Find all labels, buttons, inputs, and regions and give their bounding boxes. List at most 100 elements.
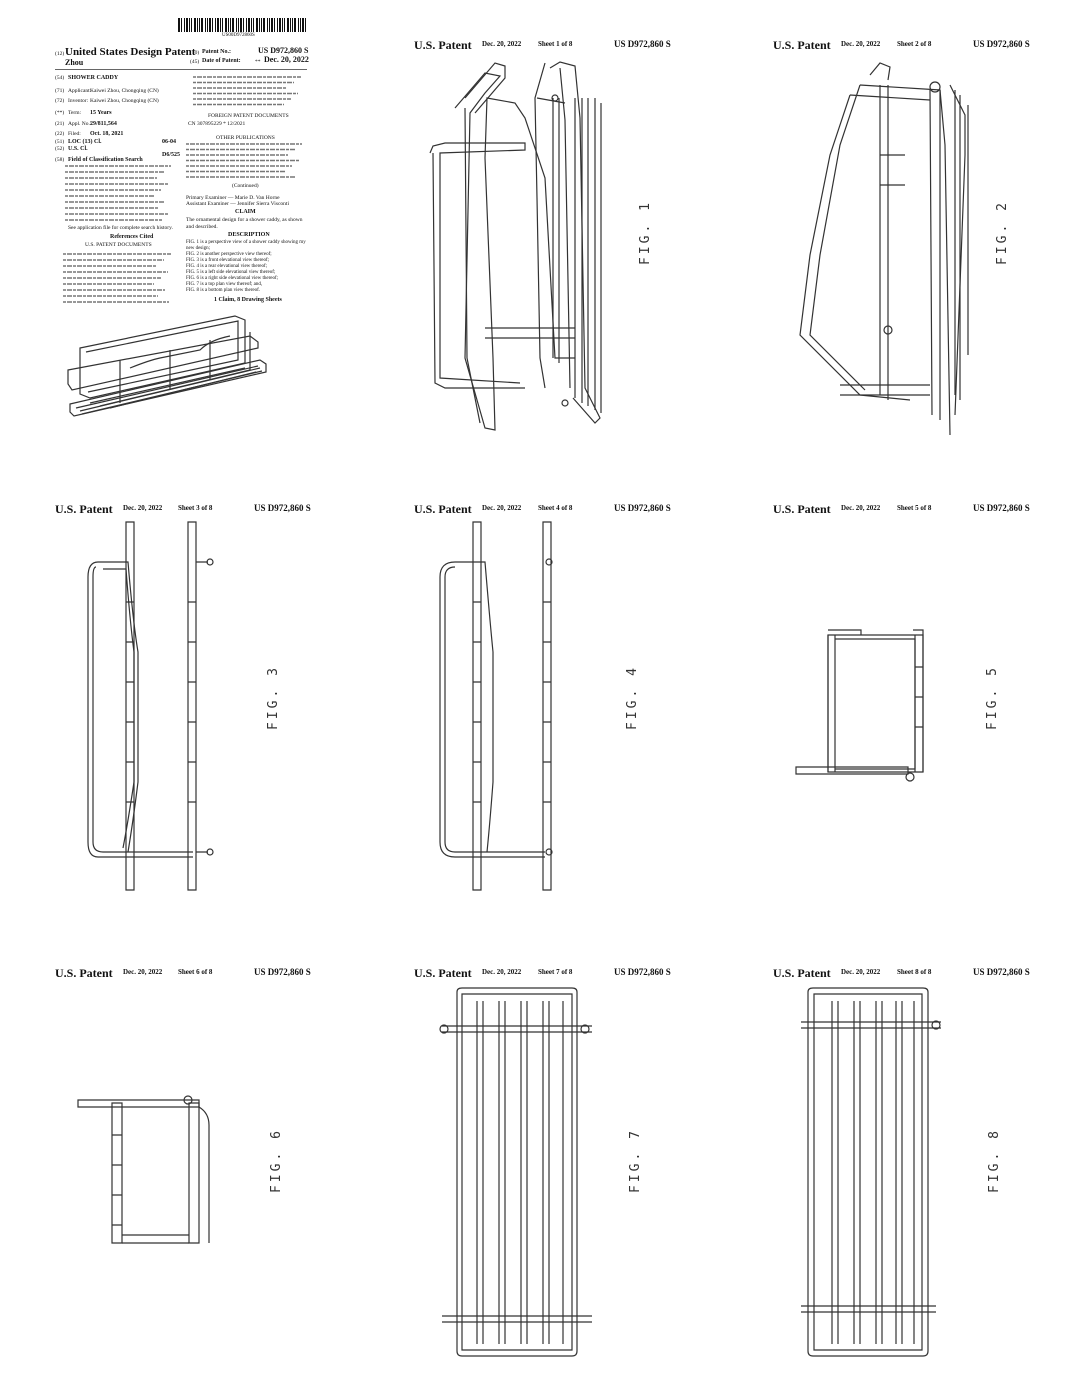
sheet-number: Sheet 2 of 8 (897, 40, 932, 48)
fig-label: FIG. 2 (994, 200, 1010, 265)
sheet-date: Dec. 20, 2022 (482, 968, 522, 976)
sheet-number: Sheet 3 of 8 (178, 504, 213, 512)
barcode-bar (240, 18, 242, 32)
barcode-bar (184, 18, 185, 32)
fig-label: FIG. 8 (986, 1128, 1002, 1193)
field-label: Appl. No.: (68, 121, 92, 127)
sheet-patent-number: US D972,860 S (254, 503, 311, 513)
field-value: 29/811,564 (90, 121, 117, 127)
sheet-patent-label: U.S. Patent (55, 966, 113, 980)
sheet-patent-label: U.S. Patent (773, 966, 831, 980)
field-code: (54) (55, 75, 65, 81)
inventor-surname: Zhou (65, 58, 84, 67)
barcode-bar (279, 18, 281, 32)
other-pub-text (186, 143, 302, 178)
sheet-patent-label: U.S. Patent (773, 38, 831, 52)
field-value: Kaiwei Zhou, Chongqing (CN) (90, 88, 159, 94)
barcode-bar (220, 18, 221, 32)
sheet-patent-number: US D972,860 S (614, 503, 671, 513)
front-page-drawing (67, 315, 267, 417)
barcode-bar (284, 18, 285, 32)
barcode-bar (290, 18, 291, 32)
field-value: 15 Years (90, 110, 112, 116)
sheet-patent-label: U.S. Patent (773, 502, 831, 516)
barcode-bar (305, 18, 306, 32)
barcode-bar (253, 18, 254, 32)
fig-label: FIG. 4 (624, 665, 640, 730)
patent-no: US D972,860 S (258, 46, 309, 55)
claim-title: CLAIM (235, 209, 256, 215)
sheet-date: Dec. 20, 2022 (841, 40, 881, 48)
sheet-number: Sheet 7 of 8 (538, 968, 573, 976)
foreign-title: FOREIGN PATENT DOCUMENTS (208, 113, 289, 119)
code-45: (45) (190, 59, 200, 65)
barcode-bar (230, 18, 231, 32)
barcode-bar (246, 18, 247, 32)
code-10: (10) (190, 50, 200, 56)
field-label: Term: (68, 110, 82, 116)
sheet-number: Sheet 1 of 8 (538, 40, 573, 48)
sheet-number: Sheet 4 of 8 (538, 504, 573, 512)
field-label: LOC (13) Cl. (68, 139, 102, 145)
date-label: Date of Patent: (202, 58, 241, 64)
us-docs-title: U.S. PATENT DOCUMENTS (85, 242, 152, 248)
barcode (178, 18, 306, 32)
sheet-date: Dec. 20, 2022 (123, 504, 163, 512)
barcode-bar (205, 18, 206, 32)
barcode-bar (191, 18, 192, 32)
sheet-patent-label: U.S. Patent (414, 502, 472, 516)
barcode-bar (178, 18, 180, 32)
field-code: (21) (55, 121, 65, 127)
code-12: (12) (55, 51, 65, 57)
description-list: FIG. 1 is a perspective view of a shower… (186, 240, 308, 294)
fig-label: FIG. 5 (984, 665, 1000, 730)
barcode-bar (236, 18, 237, 32)
description-line: FIG. 6 is a right side elevational view … (186, 276, 279, 281)
field-label: Field of Classification Search (68, 157, 143, 163)
fig4-drawing (439, 521, 553, 891)
field-label: Applicant: (68, 88, 92, 94)
barcode-bar (189, 18, 190, 32)
barcode-bar (248, 18, 250, 32)
barcode-bar (217, 18, 219, 32)
barcode-bar (256, 18, 258, 32)
description-line: FIG. 7 is a top plan view thereof; and, (186, 282, 263, 287)
sheet-patent-label: U.S. Patent (414, 38, 472, 52)
barcode-bar (302, 18, 304, 32)
fig-label: FIG. 1 (637, 200, 653, 265)
fig2-drawing (799, 62, 969, 436)
claim-text: The ornamental design for a shower caddy… (186, 217, 303, 230)
barcode-bar (225, 18, 227, 32)
barcode-bar (228, 18, 229, 32)
sheet-patent-number: US D972,860 S (973, 39, 1030, 49)
barcode-bar (209, 18, 211, 32)
field-code: (**) (55, 110, 65, 116)
fig5-drawing (795, 629, 924, 782)
barcode-bar (199, 18, 200, 32)
sheet-patent-number: US D972,860 S (614, 39, 671, 49)
field-value: Kaiwei Zhou, Chongqing (CN) (90, 98, 159, 104)
field-label: Inventor: (68, 98, 89, 104)
field-value: D6/525 (162, 152, 180, 158)
primary-examiner: Primary Examiner — Marie D. Van Horne (186, 195, 280, 201)
header-rule (55, 69, 307, 70)
fig7-drawing (439, 987, 592, 1357)
description-line: FIG. 5 is a left side elevational view t… (186, 270, 276, 275)
barcode-bar (300, 18, 301, 32)
us-docs-list (63, 253, 171, 303)
sheet-date: Dec. 20, 2022 (482, 504, 522, 512)
barcode-bar (181, 18, 182, 32)
barcode-bar (292, 18, 293, 32)
classification-text-block (65, 165, 171, 221)
fig1-drawing (429, 61, 602, 431)
sheet-patent-number: US D972,860 S (614, 967, 671, 977)
barcode-bar (207, 18, 208, 32)
field-code: (52) (55, 146, 65, 152)
other-pub-title: OTHER PUBLICATIONS (216, 135, 275, 141)
barcode-bar (201, 18, 203, 32)
description-line: FIG. 8 is a bottom plan view thereof. (186, 288, 261, 293)
barcode-bar (243, 18, 244, 32)
sheet-date: Dec. 20, 2022 (841, 968, 881, 976)
description-title: DESCRIPTION (228, 232, 270, 238)
refs-title: References Cited (110, 234, 154, 240)
